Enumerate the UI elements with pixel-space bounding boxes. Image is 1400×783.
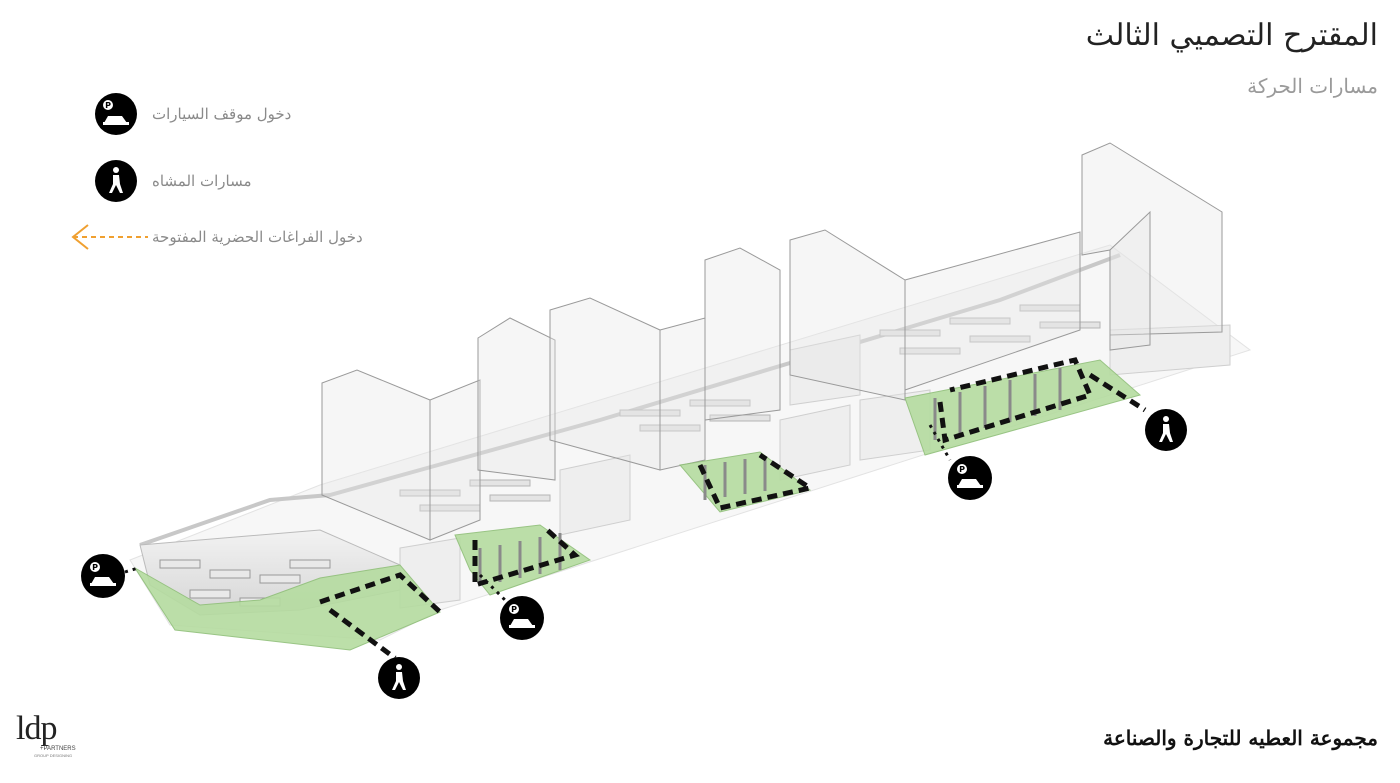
pedestrian-paths (319, 357, 1147, 661)
logo-sub2: GROUP DESIGNING (34, 753, 73, 758)
ldp-logo: ldp +PARTNERS GROUP DESIGNING (16, 710, 76, 759)
legend-label-parking: دخول موقف السيارات (152, 105, 292, 123)
svg-text:P: P (959, 465, 965, 474)
tower-volumes (321, 142, 1223, 541)
page-title: المقترح التصميي الثالث (1085, 18, 1378, 53)
arrow-left-icon (71, 224, 148, 250)
pedestrian-icon (95, 160, 137, 202)
legend-label-pedestrian: مسارات المشاه (152, 172, 252, 190)
parking-paths (124, 424, 952, 607)
page-subtitle: مسارات الحركة (1247, 74, 1378, 98)
legend-item-parking: P دخول موقف السيارات (94, 92, 291, 136)
svg-text:P: P (92, 563, 98, 572)
logo-sub: +PARTNERS (40, 746, 76, 752)
parking-marker-2: P (500, 596, 544, 640)
legend-label-open-space: دخول الفراغات الحضرية المفتوحة (152, 228, 363, 246)
logo-text: ldp (16, 710, 57, 747)
brand-calligraphy: مجموعة العطيه للتجارة والصناعة (1103, 726, 1378, 750)
pedestrian-marker-2 (1145, 409, 1187, 451)
terrace-floors (399, 304, 1101, 512)
green-open-spaces (134, 359, 1142, 651)
parking-marker-1: P (81, 554, 125, 598)
legend-item-open-space: دخول الفراغات الحضرية المفتوحة (70, 222, 363, 252)
parking-icon: P (95, 93, 137, 135)
legend-item-pedestrian: مسارات المشاه (94, 159, 252, 203)
site-boundary-wall (139, 253, 1121, 547)
parking-marker-3: P (948, 456, 992, 500)
svg-text:P: P (511, 605, 517, 614)
svg-text:P: P (105, 101, 111, 110)
pedestrian-marker-1 (378, 657, 420, 699)
